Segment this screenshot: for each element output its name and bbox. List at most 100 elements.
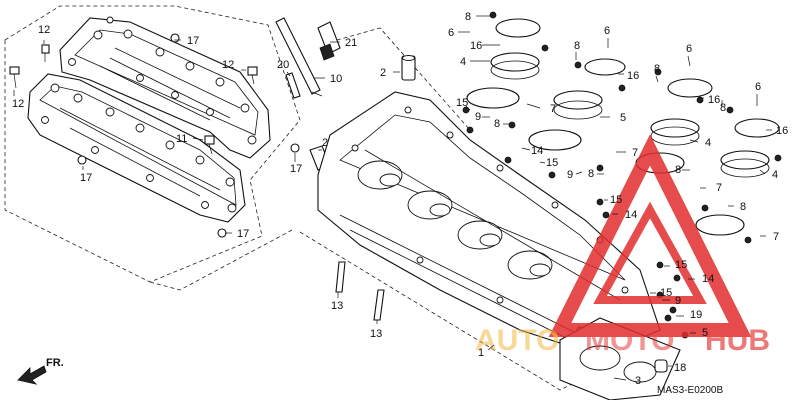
callout-7: 7 — [773, 231, 779, 243]
head-top-outline — [329, 27, 471, 131]
callout-8: 8 — [720, 102, 726, 114]
callout-16: 16 — [470, 40, 482, 52]
watermark-triangle-inner — [593, 201, 707, 304]
callout-8: 8 — [740, 201, 746, 213]
callout-15: 15 — [546, 157, 558, 169]
callout-leader-4 — [689, 139, 699, 143]
watermark-logo: AUTO MOTO HUB — [475, 134, 770, 357]
diagram-code: MAS3-E0200B — [657, 385, 723, 396]
watermark-text-auto: AUTO — [475, 324, 559, 357]
stud-13-b — [373, 289, 385, 321]
callout-1: 1 — [478, 347, 484, 359]
watermark-text-moto: MOTO — [585, 324, 674, 357]
callout-leader-4 — [759, 169, 766, 175]
callout-6: 6 — [755, 81, 761, 93]
callout-7: 7 — [716, 182, 722, 194]
callout-10: 10 — [330, 73, 342, 85]
callout-8: 8 — [574, 40, 580, 52]
callout-20: 20 — [277, 59, 289, 71]
callout-9: 9 — [675, 295, 681, 307]
spark-plug-21 — [317, 21, 341, 61]
callout-12: 12 — [12, 98, 24, 110]
callout-leader-3 — [613, 377, 627, 381]
callout-leader-14 — [521, 147, 531, 151]
dowel-2-top — [401, 55, 416, 81]
callout-8: 8 — [675, 164, 681, 176]
callout-18: 18 — [674, 362, 686, 374]
callout-5: 5 — [620, 112, 626, 124]
callout-7: 7 — [550, 103, 556, 115]
callout-12: 12 — [222, 59, 234, 71]
head-right-outline — [299, 231, 591, 391]
callout-4: 4 — [460, 56, 466, 68]
callout-13: 13 — [370, 328, 382, 340]
callout-15: 15 — [610, 194, 622, 206]
bolt-12-top — [41, 44, 50, 62]
callout-21: 21 — [345, 37, 357, 49]
callout-leader-20 — [286, 71, 291, 77]
callout-17: 17 — [290, 163, 302, 175]
callout-leader-11 — [192, 137, 204, 141]
callout-16: 16 — [776, 125, 788, 137]
plug-cap-10 — [275, 17, 323, 97]
callout-14: 14 — [702, 273, 714, 285]
callout-leader-15 — [465, 105, 471, 111]
callout-6: 6 — [448, 27, 454, 39]
front-label: FR. — [46, 357, 64, 369]
callout-7: 7 — [632, 147, 638, 159]
callout-13: 13 — [331, 300, 343, 312]
callout-17: 17 — [237, 228, 249, 240]
seal-18 — [654, 359, 668, 373]
callout-17: 17 — [80, 172, 92, 184]
bolt-12-left — [9, 66, 20, 89]
callout-15: 15 — [456, 97, 468, 109]
callout-9: 9 — [567, 169, 573, 181]
callout-2: 2 — [322, 137, 328, 149]
callout-4: 4 — [705, 137, 711, 149]
callout-8: 8 — [654, 63, 660, 75]
callout-19: 19 — [690, 309, 702, 321]
callout-15: 15 — [675, 259, 687, 271]
callout-8: 8 — [588, 168, 594, 180]
bolt-11 — [204, 135, 215, 155]
front-arrow-icon — [17, 365, 47, 385]
callout-16: 16 — [708, 94, 720, 106]
stud-13-a — [335, 261, 346, 293]
callout-5: 5 — [702, 327, 708, 339]
head-group-outline — [149, 229, 293, 291]
callout-4: 4 — [772, 169, 778, 181]
callout-15: 15 — [660, 287, 672, 299]
callout-leader-1 — [487, 344, 495, 351]
dowel-17-a — [170, 33, 180, 43]
dowel-17-b — [77, 155, 87, 165]
callout-leader-9 — [575, 171, 583, 175]
callout-6: 6 — [686, 43, 692, 55]
callout-6: 6 — [604, 25, 610, 37]
stud-20 — [285, 72, 301, 99]
cam-holder-group-outline — [4, 5, 301, 283]
callout-14: 14 — [531, 145, 543, 157]
callout-14: 14 — [625, 209, 637, 221]
watermark-triangle — [548, 134, 752, 337]
camshaft-holder-upper — [59, 16, 271, 159]
dowel-17-c — [290, 143, 300, 153]
dowel-17-d — [217, 228, 227, 238]
camshaft-holder-lower — [27, 73, 246, 223]
callout-9: 9 — [475, 111, 481, 123]
callout-8: 8 — [494, 118, 500, 130]
callout-8: 8 — [465, 11, 471, 23]
callout-12: 12 — [38, 24, 50, 36]
callout-leader-15 — [539, 161, 546, 164]
head-gasket — [559, 317, 681, 401]
watermark-text-hub: HUB — [705, 324, 770, 357]
callout-11: 11 — [176, 133, 187, 145]
callout-2: 2 — [380, 67, 386, 79]
callout-leader-8 — [655, 75, 659, 83]
callout-leader-6 — [687, 55, 691, 67]
callout-16: 16 — [627, 70, 639, 82]
callout-leader-7 — [526, 103, 541, 109]
bolt-12-mid — [247, 66, 258, 85]
